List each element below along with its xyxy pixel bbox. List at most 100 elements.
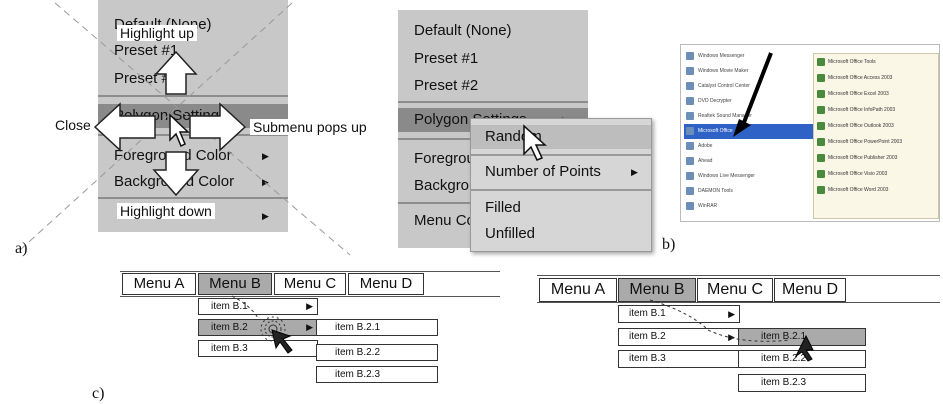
item-b21[interactable]: item B.2.1 (316, 319, 438, 336)
office-icon (817, 138, 825, 146)
menu-item-preset-2[interactable]: Preset #2 (414, 77, 479, 94)
win-submenu-item[interactable]: Microsoft Office Tools (814, 54, 938, 70)
win-list-item[interactable]: Realtek Sound Manager (684, 109, 814, 124)
submenu-arrow-icon: ▶ (306, 322, 313, 332)
cursor-icon (271, 329, 293, 354)
separator (471, 189, 651, 191)
win-list-item[interactable]: Windows Live Messenger (684, 169, 814, 184)
cursor-icon (523, 124, 547, 161)
win-submenu-item[interactable]: Microsoft Office Publisher 2003 (814, 150, 938, 166)
office-icon (817, 58, 825, 66)
menu-b[interactable]: Menu B (198, 273, 272, 295)
menu-c[interactable]: Menu C (697, 278, 773, 302)
panel-a-arrows (93, 50, 247, 197)
submenu-item-unfilled[interactable]: Unfilled (485, 225, 536, 242)
submenu-arrow-icon: ▶ (306, 301, 313, 311)
program-icon (686, 82, 694, 90)
win-list-item[interactable]: Windows Messenger (684, 49, 814, 64)
arrow-right-icon (189, 102, 247, 152)
office-icon (817, 90, 825, 98)
win-list-item[interactable]: Windows Movie Maker (684, 64, 814, 79)
caption-a: a) (15, 240, 28, 257)
arrow-left-icon (93, 102, 156, 152)
item-b22[interactable]: item B.2.2 (316, 344, 438, 361)
item-b1[interactable]: item B.1▶ (618, 305, 740, 323)
close-label: Close (52, 117, 94, 133)
submenu-item-filled[interactable]: Filled (485, 199, 521, 216)
program-icon (686, 187, 694, 195)
menu-c[interactable]: Menu C (274, 273, 346, 295)
menu-item-preset-1[interactable]: Preset #1 (114, 42, 179, 59)
submenu-arrow-icon: ▶ (728, 332, 735, 342)
menu-item-preset-1[interactable]: Preset #1 (414, 50, 479, 67)
program-icon (686, 202, 694, 210)
pointer-arrow-icon (733, 52, 773, 137)
menubar-left (120, 271, 500, 297)
office-icon (817, 122, 825, 130)
win-submenu-item[interactable]: Microsoft Office InfoPath 2003 (814, 102, 938, 118)
program-icon (686, 142, 694, 150)
win-list-item[interactable]: Adobe (684, 139, 814, 154)
office-icon (817, 170, 825, 178)
menu-a[interactable]: Menu A (122, 273, 196, 295)
office-icon (817, 186, 825, 194)
menu-d[interactable]: Menu D (348, 273, 424, 295)
highlight-down-label: Highlight down (117, 203, 215, 219)
caption-b: b) (662, 236, 676, 253)
office-icon (817, 154, 825, 162)
program-icon (686, 52, 694, 60)
win-list-item[interactable]: Microsoft Office (684, 124, 814, 139)
win-list-item[interactable]: Catalyst Control Center (684, 79, 814, 94)
win-submenu-item[interactable]: Microsoft Office Word 2003 (814, 182, 938, 198)
panel-b-submenu: Random Number of Points ▶ Filled Unfille… (470, 118, 652, 252)
win-submenu-item[interactable]: Microsoft Office Access 2003 (814, 70, 938, 86)
menu-a[interactable]: Menu A (539, 278, 617, 302)
menu-d[interactable]: Menu D (774, 278, 846, 302)
highlight-up-label: Highlight up (117, 25, 197, 41)
arrow-down-icon (152, 151, 200, 197)
item-b23[interactable]: item B.2.3 (316, 366, 438, 383)
submenu-arrow-icon: ▶ (262, 151, 269, 161)
submenu-arrow-icon: ▶ (262, 177, 269, 187)
win-list-item[interactable]: DVD Decrypter (684, 94, 814, 109)
program-icon (686, 67, 694, 75)
menu-b[interactable]: Menu B (618, 278, 696, 302)
win-submenu-item[interactable]: Microsoft Office PowerPoint 2003 (814, 134, 938, 150)
program-icon (686, 172, 694, 180)
separator (98, 197, 288, 199)
program-icon (686, 112, 694, 120)
arrow-up-icon (154, 50, 198, 95)
caption-c: c) (92, 385, 105, 402)
cursor-icon (169, 113, 190, 148)
separator (398, 101, 588, 103)
win-list-item[interactable]: DAEMON Tools (684, 184, 814, 199)
win-submenu-item[interactable]: Microsoft Office Visio 2003 (814, 166, 938, 182)
item-b23[interactable]: item B.2.3 (738, 374, 866, 392)
submenu-arrow-icon: ▶ (262, 211, 269, 221)
win-submenu-item[interactable]: Microsoft Office Outlook 2003 (814, 118, 938, 134)
separator (98, 95, 288, 97)
item-b3[interactable]: item B.3 (618, 350, 740, 368)
menu-item-default[interactable]: Default (None) (414, 22, 512, 39)
item-b1[interactable]: item B.1▶ (198, 298, 318, 315)
cursor-icon (794, 334, 814, 362)
submenu-item-number-of-points[interactable]: Number of Points (485, 163, 601, 180)
submenu-arrow-icon: ▶ (631, 167, 638, 177)
submenu-pops-up-label: Submenu pops up (250, 119, 370, 135)
menubar-right (537, 275, 940, 303)
program-icon (686, 127, 694, 135)
separator (471, 154, 651, 156)
submenu-arrow-icon: ▶ (728, 309, 735, 319)
win-list-item[interactable]: Ahead (684, 154, 814, 169)
office-icon (817, 74, 825, 82)
item-b2[interactable]: item B.2▶ (198, 319, 318, 336)
win-list-item[interactable]: WinRAR (684, 199, 814, 214)
win-submenu-item[interactable]: Microsoft Office Excel 2003 (814, 86, 938, 102)
program-icon (686, 157, 694, 165)
